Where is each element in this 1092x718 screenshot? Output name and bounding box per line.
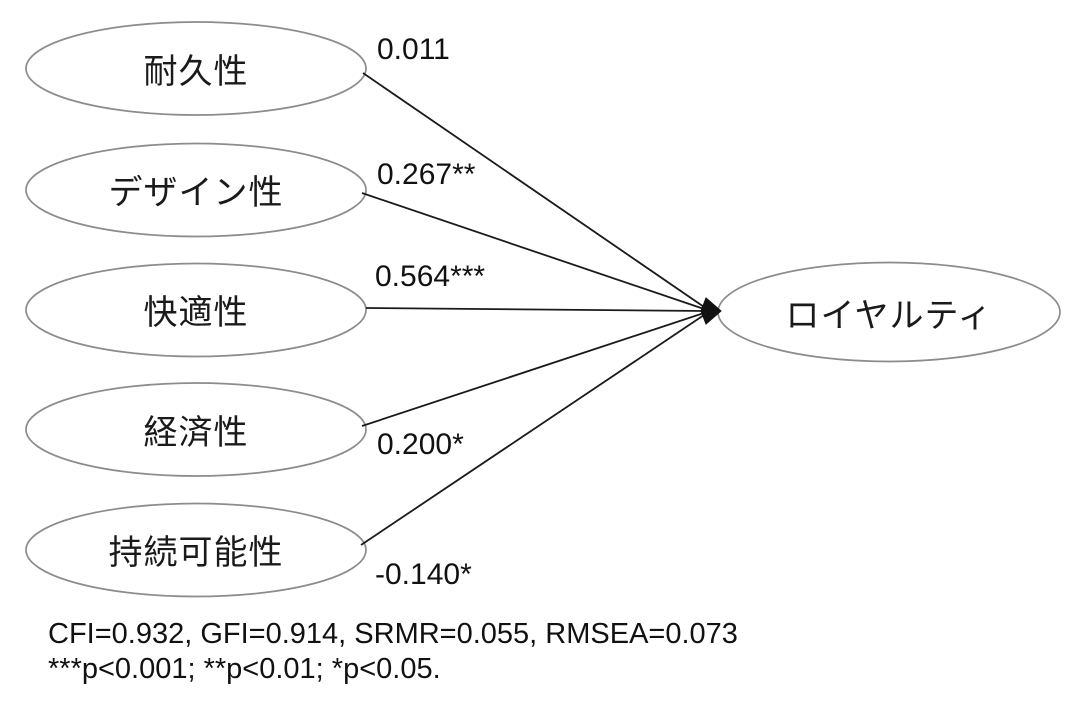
path-line-economy xyxy=(361,311,708,427)
coefficient-label-design: 0.267** xyxy=(377,158,476,191)
coefficient-label-durability: 0.011 xyxy=(377,33,450,66)
node-label-durability: 耐久性 xyxy=(143,53,249,91)
fit-statistics-note: CFI=0.932, GFI=0.914, SRMR=0.055, RMSEA=… xyxy=(48,617,738,687)
predictor-ellipse-economy xyxy=(25,382,367,477)
fit-statistics-line: CFI=0.932, GFI=0.914, SRMR=0.055, RMSEA=… xyxy=(48,618,738,650)
node-label-economy: 経済性 xyxy=(143,414,249,452)
predictor-ellipse-comfort xyxy=(25,262,367,358)
path-line-durability xyxy=(362,72,708,310)
path-line-design xyxy=(361,192,708,311)
coefficient-label-economy: 0.200* xyxy=(377,428,464,461)
predictor-ellipse-durability xyxy=(25,21,367,116)
predictor-ellipse-design xyxy=(25,142,367,238)
node-label-comfort: 快適性 xyxy=(143,294,249,332)
path-line-sustainability xyxy=(360,312,708,546)
coefficient-label-sustainability: -0.140* xyxy=(375,558,472,591)
node-label-loyalty: ロイヤルティ xyxy=(785,296,993,335)
node-label-sustainability: 持続可能性 xyxy=(108,534,284,572)
significance-note-line: ***p<0.001; **p<0.01; *p<0.05. xyxy=(48,653,441,685)
coefficient-label-comfort: 0.564*** xyxy=(375,260,486,293)
arrowhead-icon xyxy=(700,297,722,325)
predictor-ellipse-sustainability xyxy=(25,502,367,598)
path-line-comfort xyxy=(365,307,708,312)
node-label-design: デザイン性 xyxy=(108,174,284,212)
